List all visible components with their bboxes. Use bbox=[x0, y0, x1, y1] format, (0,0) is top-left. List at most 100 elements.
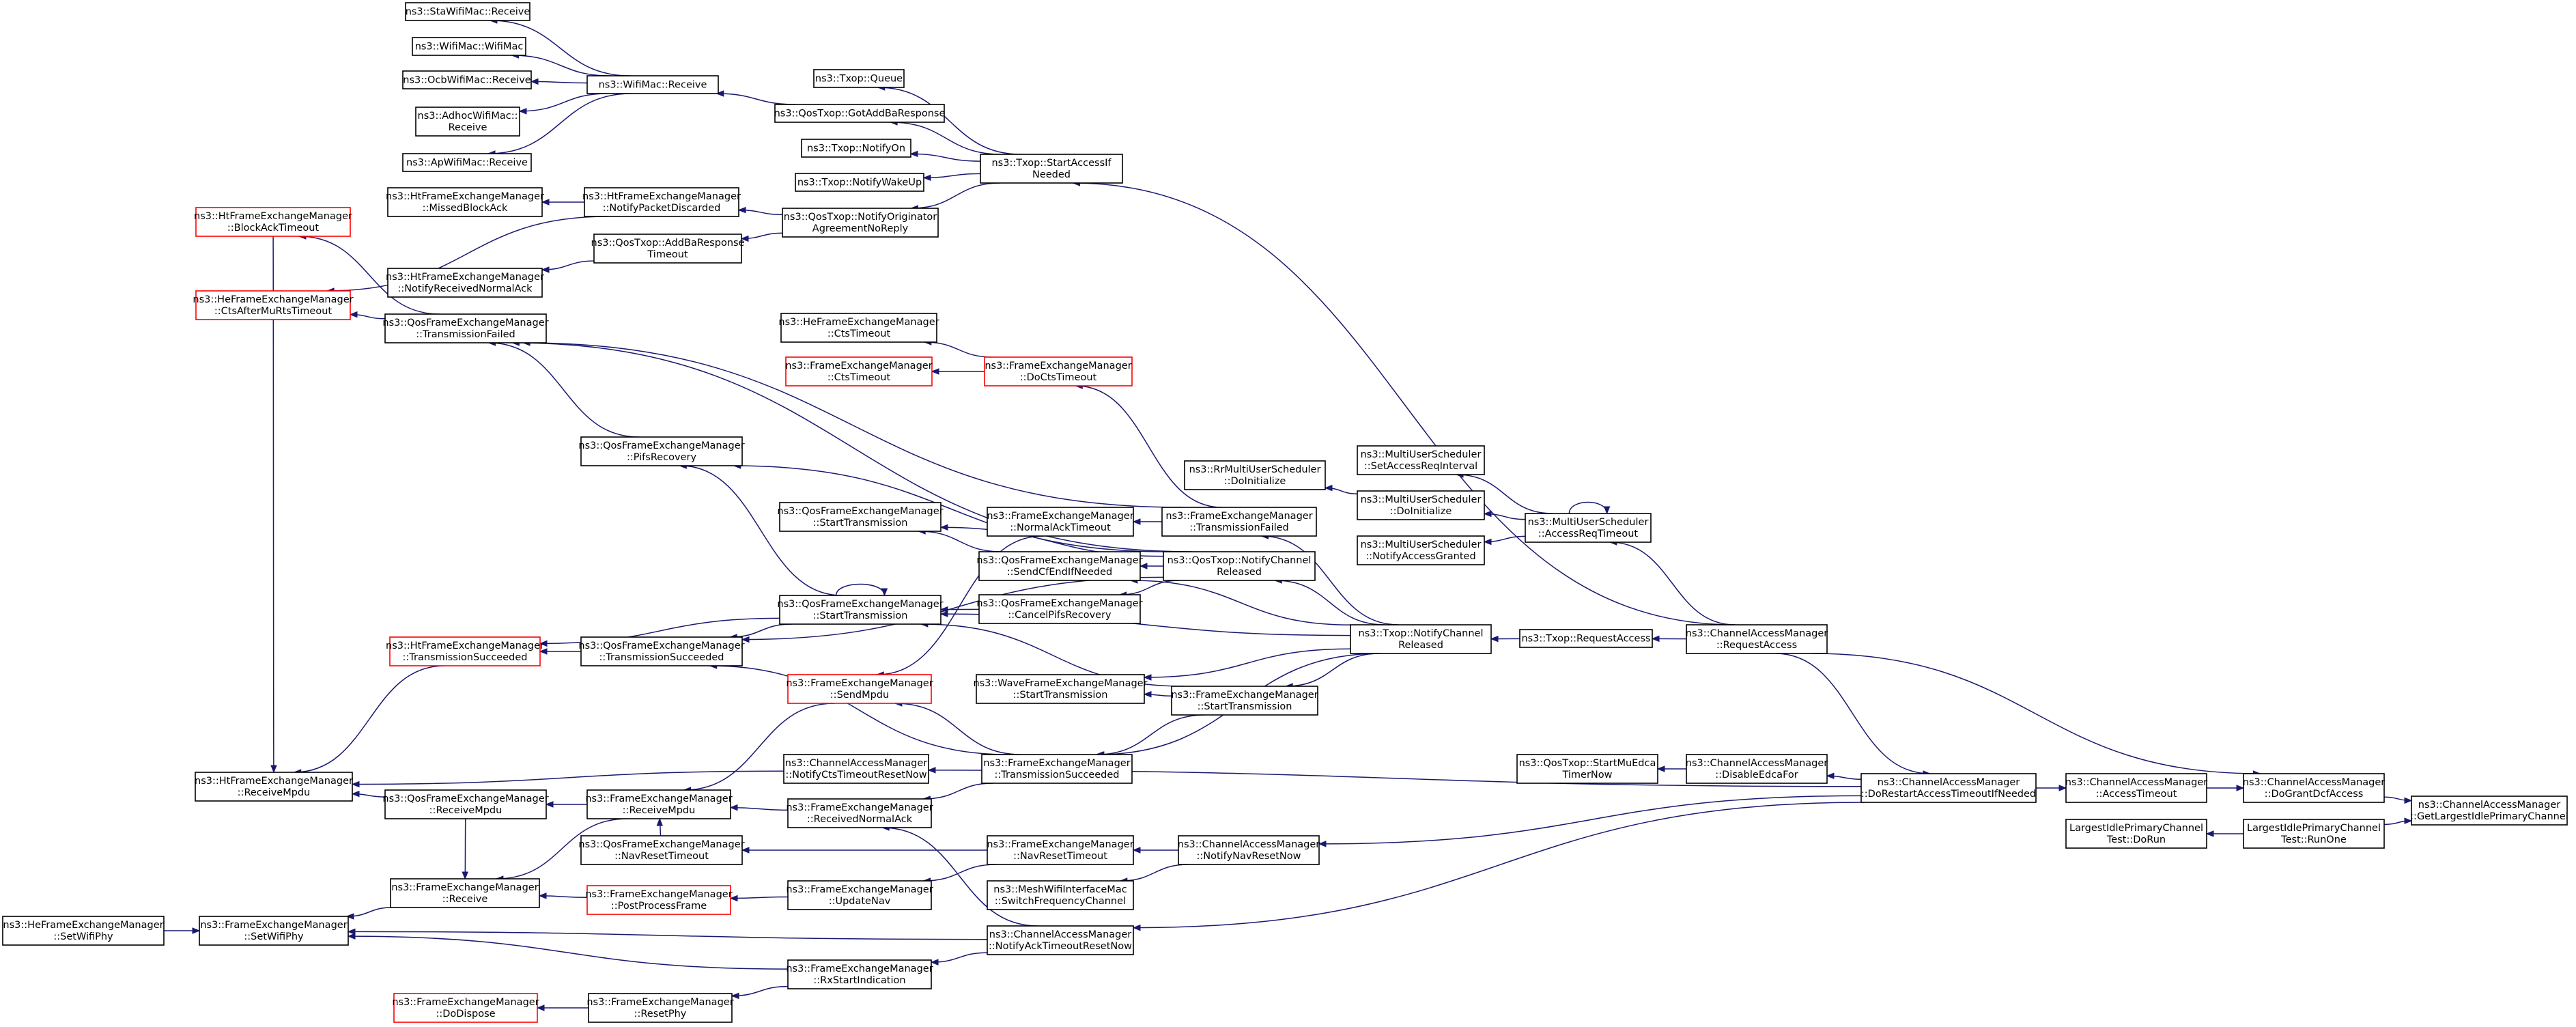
node-box[interactable] bbox=[1357, 490, 1485, 520]
node-notifyWakeUp[interactable]: ns3::Txop::NotifyWakeUp bbox=[795, 173, 924, 192]
node-camNotifyCts[interactable]: ns3::ChannelAccessManager::NotifyCtsTime… bbox=[783, 754, 929, 784]
node-sendCfEnd[interactable]: ns3::QosFrameExchangeManager::SendCfEndI… bbox=[976, 551, 1143, 581]
node-box[interactable] bbox=[1184, 460, 1326, 490]
node-txopQueue[interactable]: ns3::Txop::Queue bbox=[813, 69, 905, 88]
node-box[interactable] bbox=[782, 208, 939, 238]
node-box[interactable] bbox=[987, 925, 1134, 955]
node-box[interactable] bbox=[1163, 551, 1316, 581]
node-adhocRecv[interactable]: ns3::AdhocWifiMac::Receive bbox=[415, 107, 520, 137]
node-qosTransFailed[interactable]: ns3::QosFrameExchangeManager::Transmissi… bbox=[382, 313, 549, 343]
node-feRecvNormalAck[interactable]: ns3::FrameExchangeManager::ReceivedNorma… bbox=[786, 798, 933, 828]
node-box[interactable] bbox=[580, 636, 743, 666]
node-box[interactable] bbox=[580, 835, 743, 865]
node-notifyOrigNoReply[interactable]: ns3::QosTxop::NotifyOriginatorAgreementN… bbox=[782, 208, 939, 238]
node-box[interactable] bbox=[387, 187, 543, 217]
node-box[interactable] bbox=[801, 139, 911, 158]
node-box[interactable] bbox=[981, 754, 1133, 784]
node-box[interactable] bbox=[389, 636, 541, 666]
node-box[interactable] bbox=[2, 916, 165, 946]
node-ocbRecv[interactable]: ns3::OcbWifiMac::Receive bbox=[402, 70, 532, 89]
node-box[interactable] bbox=[584, 187, 739, 217]
node-box[interactable] bbox=[987, 880, 1134, 910]
node-txopRequestAccess[interactable]: ns3::Txop::RequestAccess bbox=[1519, 629, 1653, 648]
node-box[interactable] bbox=[384, 789, 547, 819]
node-feReceiveMpdu[interactable]: ns3::FrameExchangeManager::ReceiveMpdu bbox=[585, 789, 733, 819]
node-box[interactable] bbox=[787, 798, 932, 828]
node-camNotifyAck[interactable]: ns3::ChannelAccessManager::NotifyAckTime… bbox=[987, 925, 1134, 955]
node-box[interactable] bbox=[987, 835, 1134, 865]
node-musSetAccess[interactable]: ns3::MultiUserScheduler::SetAccessReqInt… bbox=[1357, 445, 1485, 475]
node-cancelPifs[interactable]: ns3::QosFrameExchangeManager::CancelPifs… bbox=[976, 594, 1143, 624]
node-box[interactable] bbox=[412, 37, 526, 56]
node-qosTransSucc[interactable]: ns3::QosFrameExchangeManager::Transmissi… bbox=[578, 636, 745, 666]
node-box[interactable] bbox=[195, 772, 353, 802]
node-box[interactable] bbox=[195, 207, 351, 237]
node-qosStartTransA[interactable]: ns3::QosFrameExchangeManager::StartTrans… bbox=[777, 502, 944, 532]
node-camAccessTimeout[interactable]: ns3::ChannelAccessManager::AccessTimeout bbox=[2065, 773, 2208, 803]
node-feDoDispose[interactable]: ns3::FrameExchangeManager::DoDispose bbox=[392, 993, 539, 1023]
node-box[interactable] bbox=[813, 69, 905, 88]
node-box[interactable] bbox=[787, 959, 932, 989]
node-rrDoInit[interactable]: ns3::RrMultiUserScheduler::DoInitialize bbox=[1184, 460, 1326, 490]
node-feUpdateNav[interactable]: ns3::FrameExchangeManager::UpdateNav bbox=[786, 880, 933, 910]
node-missedBlockAck[interactable]: ns3::HtFrameExchangeManager::MissedBlock… bbox=[386, 187, 544, 217]
node-box[interactable] bbox=[2243, 773, 2385, 803]
node-box[interactable] bbox=[787, 674, 932, 704]
node-box[interactable] bbox=[402, 153, 532, 172]
node-box[interactable] bbox=[1171, 686, 1318, 716]
node-box[interactable] bbox=[415, 107, 520, 137]
node-feReceive[interactable]: ns3::FrameExchangeManager::Receive bbox=[390, 878, 540, 908]
node-box[interactable] bbox=[593, 234, 742, 264]
node-feTransSucc[interactable]: ns3::FrameExchangeManager::TransmissionS… bbox=[981, 754, 1133, 784]
node-box[interactable] bbox=[1357, 535, 1485, 565]
node-htReceiveMpdu[interactable]: ns3::HtFrameExchangeManager::ReceiveMpdu bbox=[195, 772, 353, 802]
node-wifiMac[interactable]: ns3::WifiMac::WifiMac bbox=[412, 37, 526, 56]
node-feStartTrans[interactable]: ns3::FrameExchangeManager::StartTransmis… bbox=[1171, 686, 1318, 716]
node-box[interactable] bbox=[2243, 819, 2385, 849]
node-musDoInit[interactable]: ns3::MultiUserScheduler::DoInitialize bbox=[1357, 490, 1485, 520]
node-target[interactable]: ns3::ChannelAccessManager::GetLargestIdl… bbox=[2410, 796, 2568, 826]
node-box[interactable] bbox=[976, 674, 1145, 704]
node-box[interactable] bbox=[2065, 773, 2207, 803]
node-heSetWifiPhy[interactable]: ns3::HeFrameExchangeManager::SetWifiPhy bbox=[2, 916, 165, 946]
node-feTransFailed[interactable]: ns3::FrameExchangeManager::TransmissionF… bbox=[1161, 507, 1317, 537]
node-pifsRecovery[interactable]: ns3::QosFrameExchangeManager::PifsRecove… bbox=[578, 436, 745, 466]
node-box[interactable] bbox=[780, 313, 937, 343]
node-camDoRestart[interactable]: ns3::ChannelAccessManager::DoRestartAcce… bbox=[1860, 773, 2037, 803]
node-notifyPktDisc[interactable]: ns3::HtFrameExchangeManager::NotifyPacke… bbox=[582, 187, 741, 217]
node-box[interactable] bbox=[1350, 624, 1492, 654]
node-musNotifyAccess[interactable]: ns3::MultiUserScheduler::NotifyAccessGra… bbox=[1357, 535, 1485, 565]
node-box[interactable] bbox=[978, 594, 1141, 624]
node-heCtsTimeout[interactable]: ns3::HeFrameExchangeManager::CtsTimeout bbox=[778, 313, 939, 343]
node-box[interactable] bbox=[980, 154, 1123, 184]
node-box[interactable] bbox=[1519, 629, 1653, 648]
node-wifiMacRecv[interactable]: ns3::WifiMac::Receive bbox=[586, 75, 719, 94]
node-box[interactable] bbox=[785, 356, 933, 386]
node-box[interactable] bbox=[1686, 624, 1828, 654]
node-box[interactable] bbox=[393, 993, 538, 1023]
node-notifyRecvNormalAck[interactable]: ns3::HtFrameExchangeManager::NotifyRecei… bbox=[386, 268, 544, 298]
node-box[interactable] bbox=[586, 789, 731, 819]
node-box[interactable] bbox=[586, 75, 719, 94]
node-camDoGrant[interactable]: ns3::ChannelAccessManager::DoGrantDcfAcc… bbox=[2243, 773, 2386, 803]
node-box[interactable] bbox=[402, 70, 532, 89]
node-box[interactable] bbox=[390, 878, 540, 908]
node-camDisableEdca[interactable]: ns3::ChannelAccessManager::DisableEdcaFo… bbox=[1686, 754, 1828, 784]
node-ctsAfterMuRts[interactable]: ns3::HeFrameExchangeManager::CtsAfterMuR… bbox=[193, 290, 354, 320]
node-box[interactable] bbox=[1357, 445, 1485, 475]
node-box[interactable] bbox=[1161, 507, 1317, 537]
node-box[interactable] bbox=[387, 268, 543, 298]
node-waveStartTrans[interactable]: ns3::WaveFrameExchangeManager::StartTran… bbox=[973, 674, 1148, 704]
node-box[interactable] bbox=[586, 885, 731, 915]
node-camNotifyNavReset[interactable]: ns3::ChannelAccessManager::NotifyNavRese… bbox=[1178, 835, 1320, 865]
node-box[interactable] bbox=[787, 880, 932, 910]
node-apRecv[interactable]: ns3::ApWifiMac::Receive bbox=[402, 153, 532, 172]
node-box[interactable] bbox=[1525, 513, 1652, 543]
node-box[interactable] bbox=[984, 356, 1133, 386]
